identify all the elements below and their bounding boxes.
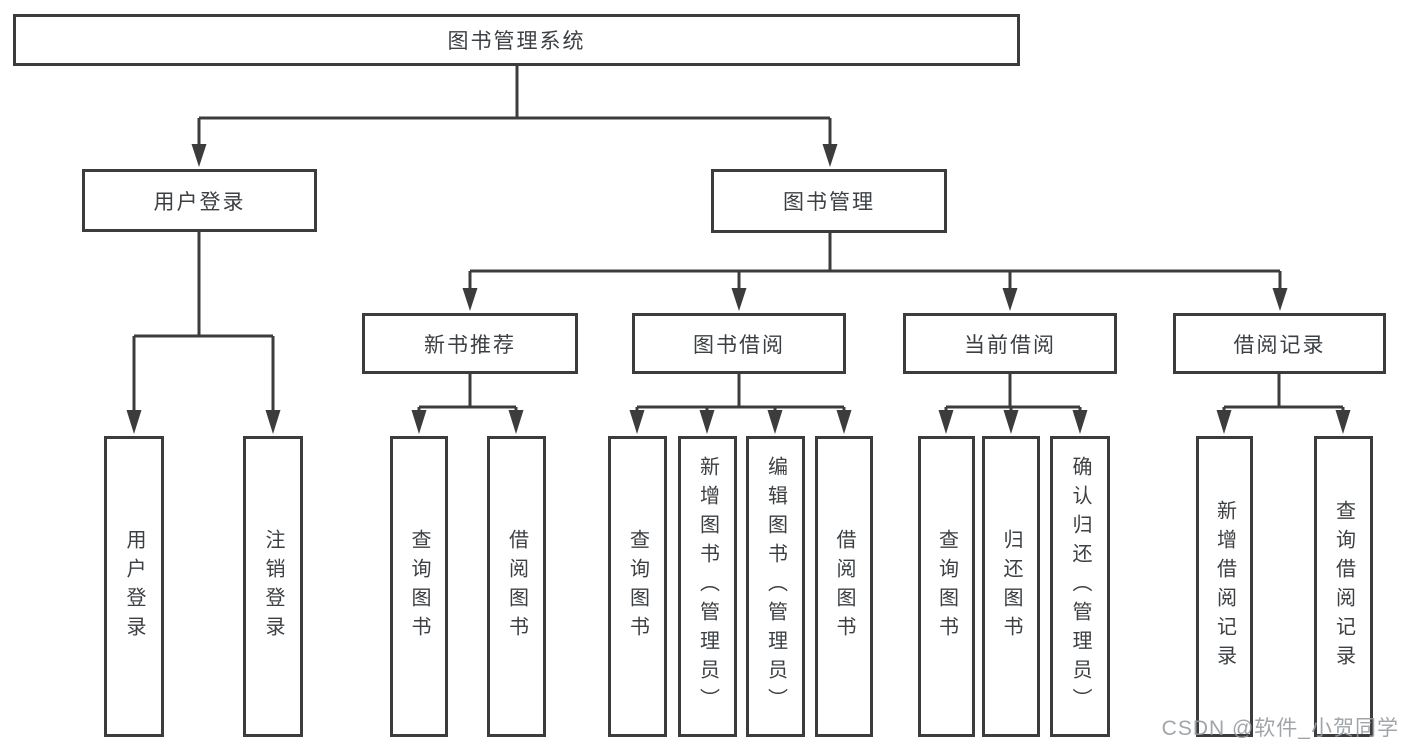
leaf-current-query-books: 查询图书 — [918, 436, 975, 737]
node-book-management: 图书管理 — [711, 169, 947, 233]
node-book-borrow: 图书借阅 — [632, 313, 846, 374]
watermark: CSDN @软件_小贺同学 — [1161, 717, 1399, 740]
leaf-records-query-record: 查询借阅记录 — [1314, 436, 1373, 737]
node-new-book-recommend: 新书推荐 — [362, 313, 578, 374]
leaf-newbook-borrow-books: 借阅图书 — [487, 436, 546, 737]
node-borrow-records: 借阅记录 — [1173, 313, 1386, 374]
leaf-current-return-books: 归还图书 — [982, 436, 1040, 737]
node-root: 图书管理系统 — [13, 14, 1020, 66]
node-user-login-branch: 用户登录 — [82, 169, 317, 232]
leaf-user-login: 用户登录 — [104, 436, 164, 737]
leaf-records-add-record: 新增借阅记录 — [1196, 436, 1253, 737]
leaf-borrow-query-books: 查询图书 — [608, 436, 667, 737]
leaf-borrow-borrow-books: 借阅图书 — [815, 436, 873, 737]
leaf-borrow-add-books-admin: 新增图书（管理员） — [678, 436, 737, 737]
leaf-newbook-query-books: 查询图书 — [390, 436, 448, 737]
leaf-logout: 注销登录 — [243, 436, 303, 737]
leaf-borrow-edit-books-admin: 编辑图书（管理员） — [746, 436, 805, 737]
node-current-borrow: 当前借阅 — [903, 313, 1117, 374]
leaf-current-confirm-return-admin: 确认归还（管理员） — [1050, 436, 1110, 737]
